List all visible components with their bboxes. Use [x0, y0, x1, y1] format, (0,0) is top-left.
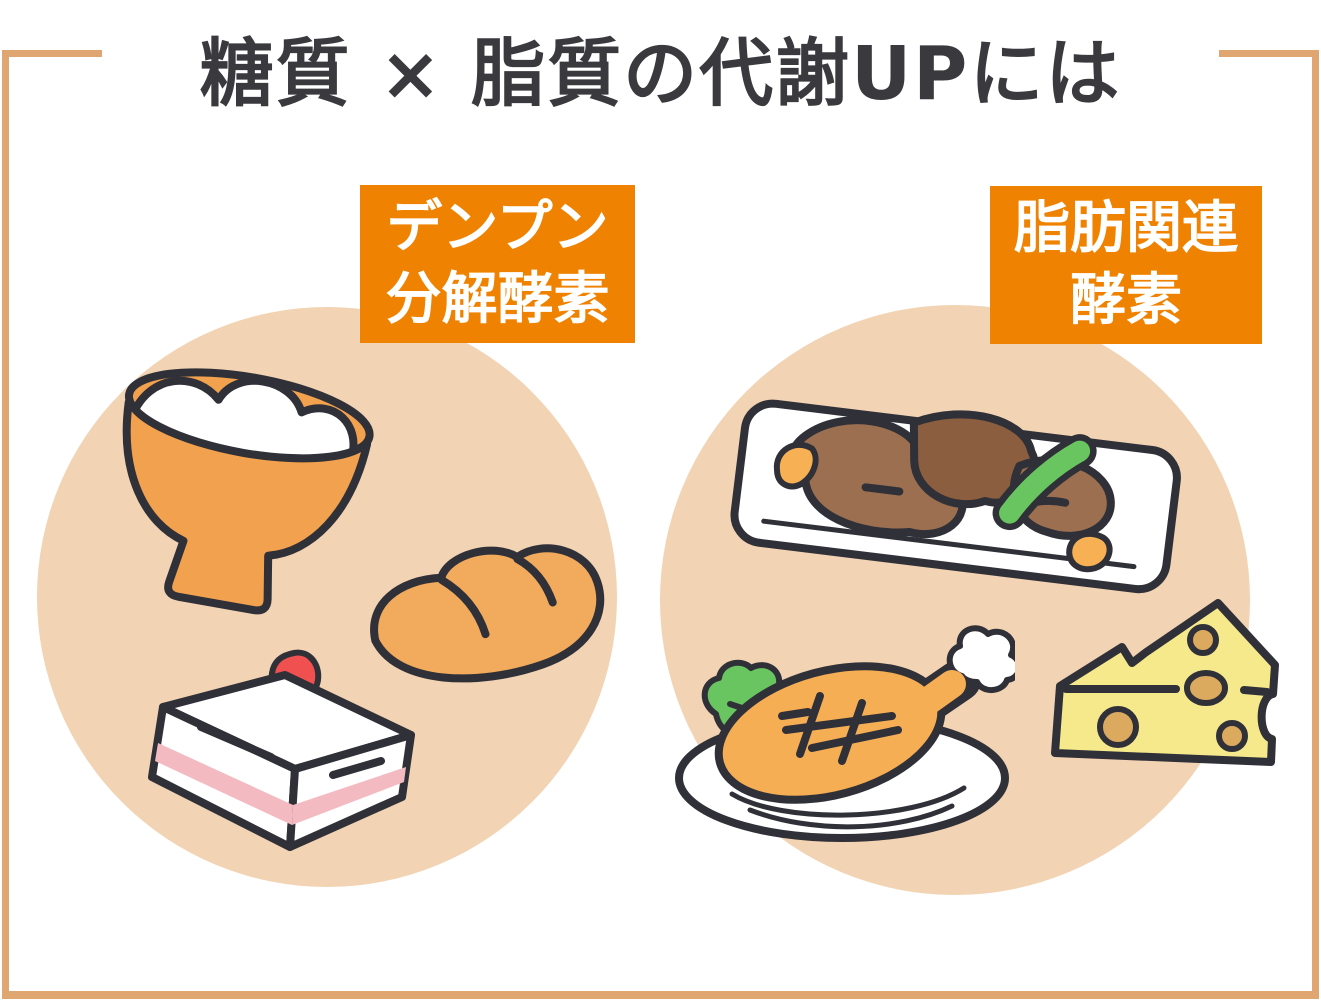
cheese-icon	[1051, 599, 1279, 766]
shortcake-icon	[148, 649, 415, 851]
page-title: 糖質 × 脂質の代謝UPには	[199, 31, 1122, 117]
fat-enzyme-label: 脂肪関連 酵素	[990, 186, 1262, 344]
fat-enzyme-label-line2: 酵素	[1070, 268, 1182, 333]
bread-icon	[370, 544, 605, 683]
starch-enzyme-label: デンプン 分解酵素	[360, 185, 635, 343]
frame-left-border	[2, 50, 9, 998]
fat-enzyme-label-line1: 脂肪関連	[1014, 196, 1238, 262]
frame-bottom-border	[2, 991, 1319, 999]
frame-right-border	[1312, 50, 1319, 998]
grilled-meat-plate-icon	[730, 399, 1181, 594]
rice-bowl-icon	[122, 368, 374, 615]
frame-top-right-segment	[1219, 50, 1319, 57]
frame-top-left-segment	[2, 50, 102, 57]
starch-enzyme-label-line1: デンプン	[386, 195, 609, 261]
starch-enzyme-label-line2: 分解酵素	[385, 267, 610, 332]
chicken-leg-icon	[675, 625, 1015, 842]
